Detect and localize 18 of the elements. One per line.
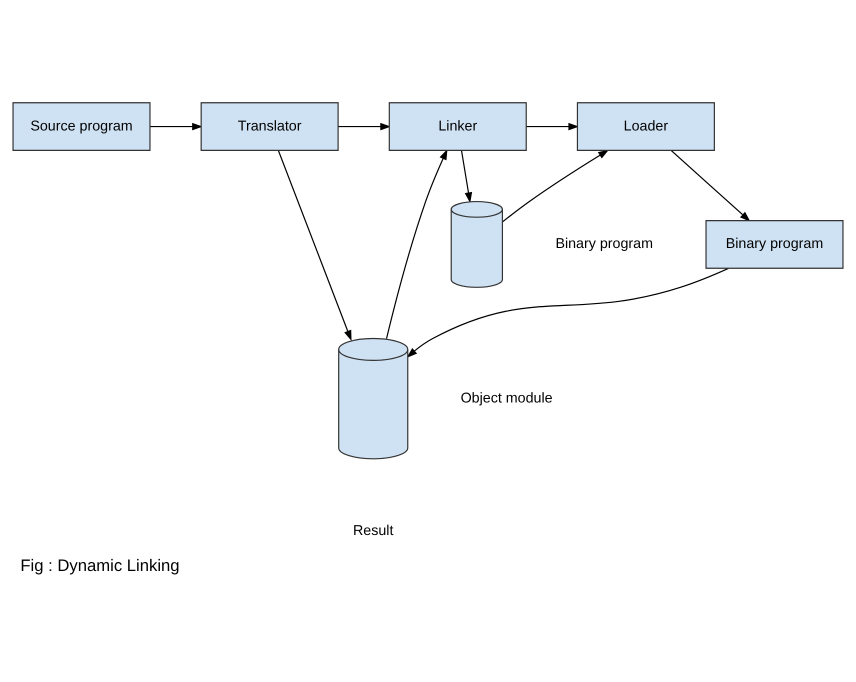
arrow [278, 150, 352, 341]
arrow [338, 122, 391, 130]
node-label: Binary program [555, 236, 653, 252]
arrow [386, 148, 448, 338]
node-box: Linker [388, 102, 527, 150]
arrow [526, 122, 580, 130]
caption: Fig : Dynamic Linking [20, 555, 180, 574]
arrow [406, 267, 729, 358]
arrow [460, 150, 472, 203]
arrow [670, 150, 750, 222]
node-box: Loader [576, 102, 715, 150]
arrow [502, 149, 609, 222]
node-box: Translator [200, 102, 339, 150]
node-label: Object module [460, 390, 553, 406]
node-box: Source program [12, 102, 151, 150]
arrow [150, 122, 203, 130]
node-box: Binary program [705, 220, 844, 268]
label: Result [353, 522, 394, 539]
